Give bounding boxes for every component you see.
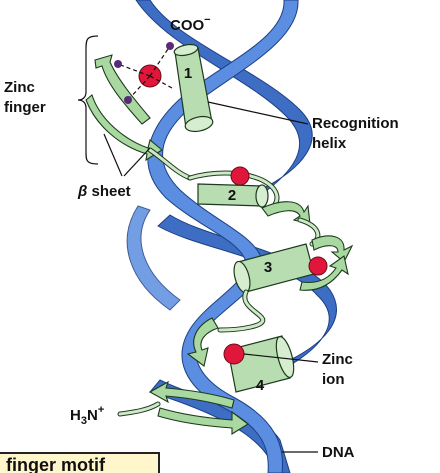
zinc-ion-4 — [224, 344, 244, 364]
dna-label: DNA — [322, 444, 355, 461]
ligand-atom — [166, 42, 174, 50]
zinc-ion-label: Zinc ion — [322, 351, 357, 388]
ligand-atom — [124, 96, 132, 104]
ligand-atom — [114, 60, 122, 68]
helix-number-4: 4 — [256, 377, 265, 394]
helix-number-3: 3 — [264, 259, 272, 276]
amino-terminus-label: H3N+ — [70, 404, 104, 427]
helix-number-2: 2 — [228, 187, 236, 204]
beta-sheet-label: β sheet — [77, 183, 131, 200]
helix-number-1: 1 — [184, 65, 192, 82]
zinc-finger-label: Zinc finger — [4, 79, 46, 116]
zinc-finger-1 — [86, 42, 214, 178]
zinc-finger-4 — [120, 318, 297, 434]
caption-box: finger motif — [0, 452, 160, 473]
caption-text: finger motif — [6, 455, 105, 473]
carboxyl-terminus-label: COO− — [170, 14, 211, 34]
recognition-helix-label: Recognition helix — [312, 115, 403, 152]
